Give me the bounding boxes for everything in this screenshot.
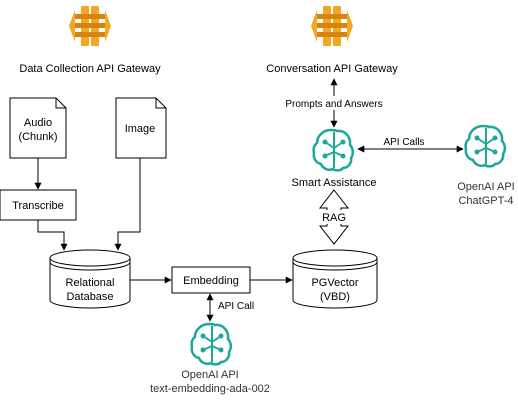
embedding-box: Embedding	[171, 266, 251, 294]
relational-db-label: Relational	[66, 277, 115, 289]
edge-image-db	[114, 158, 141, 251]
relational-db-label-2: Database	[66, 291, 113, 303]
prompts-answers-label: Prompts and Answers	[285, 99, 382, 110]
openai-chat-model: ChatGPT-4	[458, 195, 513, 207]
smart-assistance-icon	[312, 128, 355, 172]
embedding-label: Embedding	[183, 275, 239, 287]
audio-chunk-label: (Chunk)	[18, 131, 57, 143]
openai-embed-icon	[190, 322, 233, 366]
pgvector-label: PGVector	[311, 277, 358, 289]
smart-assistance-label: Smart Assistance	[292, 177, 377, 189]
data-collection-gateway-icon	[69, 6, 111, 46]
api-call-label: API Call	[218, 301, 254, 312]
data-collection-gateway-label: Data Collection API Gateway	[19, 63, 161, 75]
transcribe-box: Transcribe	[0, 189, 77, 221]
openai-chat-label: OpenAI API	[457, 181, 514, 193]
openai-embed-model: text-embedding-ada-002	[150, 383, 270, 395]
image-document: Image	[115, 97, 167, 159]
conversation-gateway-label: Conversation API Gateway	[266, 63, 398, 75]
api-calls-label: API Calls	[383, 137, 424, 148]
transcribe-label: Transcribe	[12, 200, 64, 212]
rag-label: RAG	[322, 212, 346, 224]
openai-embed-label: OpenAI API	[181, 369, 238, 381]
audio-document: Audio (Chunk)	[9, 97, 67, 159]
audio-label: Audio	[24, 117, 52, 129]
conversation-gateway-icon	[311, 6, 353, 46]
edge-transcribe-db	[37, 220, 68, 251]
relational-database: Relational Database	[49, 249, 131, 309]
pgvector-label-2: (VBD)	[320, 291, 350, 303]
image-label: Image	[125, 123, 156, 135]
openai-chat-icon	[464, 124, 507, 168]
pgvector-database: PGVector (VBD)	[292, 249, 378, 309]
